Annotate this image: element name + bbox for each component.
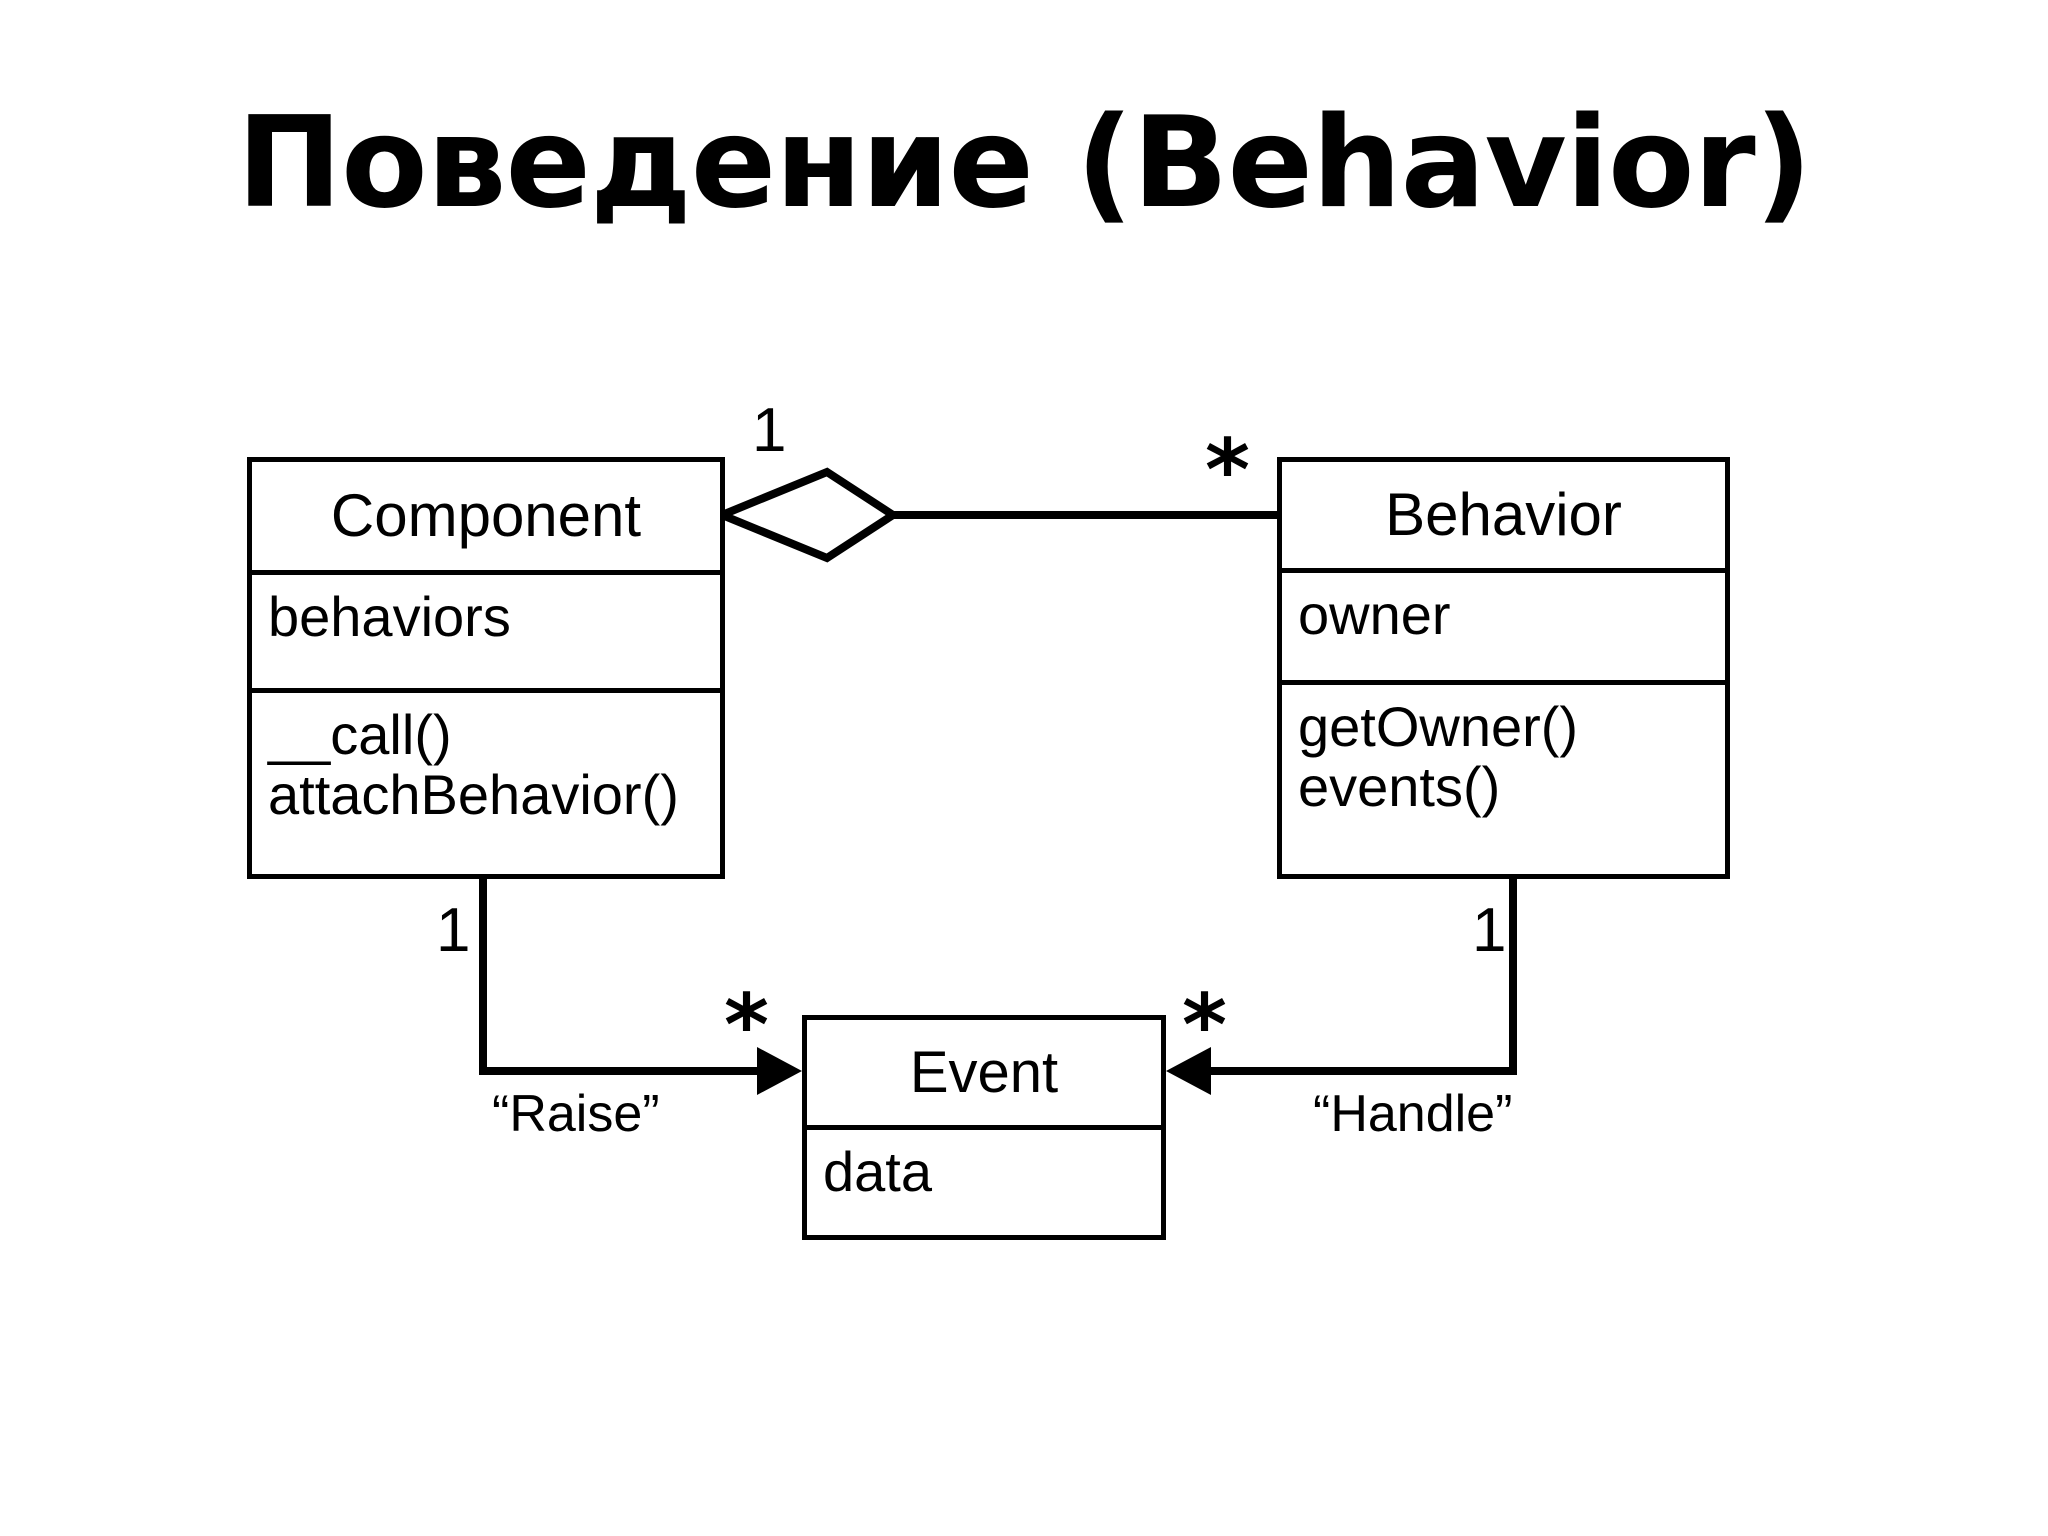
slide-title: Поведение (Behavior): [236, 89, 1813, 236]
behavior-attributes-compartment: owner: [1282, 568, 1725, 680]
aggregation-diamond-icon: [711, 467, 901, 563]
association-edge-behavior-event: [1166, 877, 1517, 1095]
aggregation-edge-component-behavior: [711, 467, 1277, 563]
component-attribute-behaviors: behaviors: [268, 585, 511, 648]
behavior-operations-compartment: getOwner() events(): [1282, 680, 1725, 874]
uml-class-component[interactable]: Component behaviors __call() attachBehav…: [247, 457, 725, 879]
event-class-name: Event: [909, 1039, 1059, 1105]
edge-label-handle: “Handle”: [1313, 1085, 1513, 1143]
uml-class-behavior[interactable]: Behavior owner getOwner() events(): [1277, 457, 1730, 879]
association-edge-component-event: [479, 877, 802, 1095]
behavior-name-compartment: Behavior: [1282, 462, 1725, 568]
behavior-attribute-owner: owner: [1298, 583, 1451, 646]
multiplicity-component-aggregation: 1: [752, 396, 787, 465]
component-operations-list: __call() attachBehavior(): [268, 703, 679, 826]
handle-arrowhead-icon: [1166, 1047, 1211, 1095]
multiplicity-handle-target: *: [1182, 976, 1227, 1076]
component-attributes-compartment: behaviors: [252, 570, 720, 688]
multiplicity-behavior-aggregation: *: [1205, 421, 1250, 521]
component-operations-compartment: __call() attachBehavior(): [252, 688, 720, 874]
edge-label-raise: “Raise”: [492, 1085, 660, 1143]
component-name-compartment: Component: [252, 462, 720, 570]
behavior-class-name: Behavior: [1385, 481, 1622, 548]
behavior-operations-list: getOwner() events(): [1298, 695, 1579, 818]
component-class-name: Component: [330, 482, 642, 549]
event-name-compartment: Event: [807, 1020, 1161, 1125]
handle-edge-line: [1186, 877, 1517, 1075]
multiplicity-raise-target: *: [724, 976, 769, 1076]
multiplicity-raise-source: 1: [436, 896, 471, 965]
multiplicity-handle-source: 1: [1472, 896, 1507, 965]
uml-class-event[interactable]: Event data: [802, 1015, 1166, 1240]
raise-edge-line: [479, 877, 782, 1075]
event-attributes-compartment: data: [807, 1125, 1161, 1235]
event-attribute-data: data: [823, 1140, 932, 1203]
raise-arrowhead-icon: [757, 1047, 802, 1095]
